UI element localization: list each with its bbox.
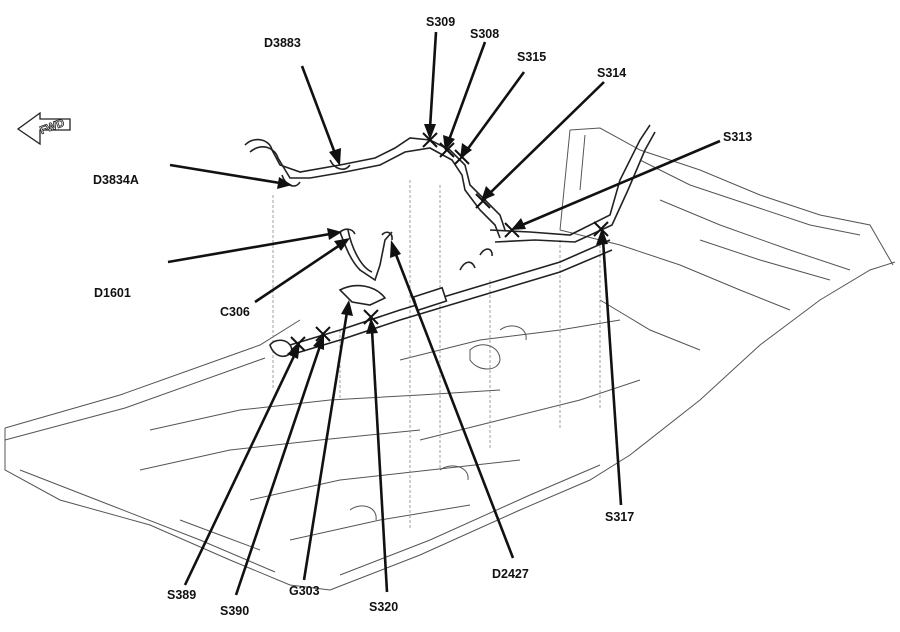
leader-d3834a (169, 163, 292, 189)
leader-g303 (302, 300, 353, 581)
label-s314: S314 (597, 66, 627, 80)
leader-s309 (424, 31, 438, 140)
label-s308: S308 (470, 27, 500, 41)
label-d3834a: D3834A (93, 173, 139, 187)
leader-s314 (481, 81, 605, 201)
label-s317: S317 (605, 510, 635, 524)
label-s313: S313 (723, 130, 753, 144)
leader-d1601 (167, 228, 342, 264)
leader-c306 (254, 238, 350, 304)
leader-s313 (511, 139, 721, 230)
wiring-harness (244, 124, 656, 358)
label-s389: S389 (167, 588, 197, 602)
leader-s389 (183, 343, 300, 586)
callout-leaders (167, 31, 721, 596)
label-s309: S309 (426, 15, 456, 29)
label-g303: G303 (289, 584, 320, 598)
fwd-arrow-icon: FWD (16, 111, 71, 146)
leader-s320 (366, 318, 389, 593)
label-d3883: D3883 (264, 36, 301, 50)
leader-s390 (234, 334, 324, 596)
label-s320: S320 (369, 600, 399, 614)
leader-s308 (443, 41, 487, 151)
label-d2427: D2427 (492, 567, 529, 581)
label-s315: S315 (517, 50, 547, 64)
leader-s317 (596, 228, 623, 506)
floor-pan (4, 127, 896, 591)
leader-d2427 (390, 240, 515, 559)
leader-d3883 (300, 65, 341, 166)
vertical-leaders (272, 180, 601, 530)
label-s390: S390 (220, 604, 250, 618)
label-d1601: D1601 (94, 286, 131, 300)
label-c306: C306 (220, 305, 250, 319)
leader-s315 (460, 71, 526, 159)
